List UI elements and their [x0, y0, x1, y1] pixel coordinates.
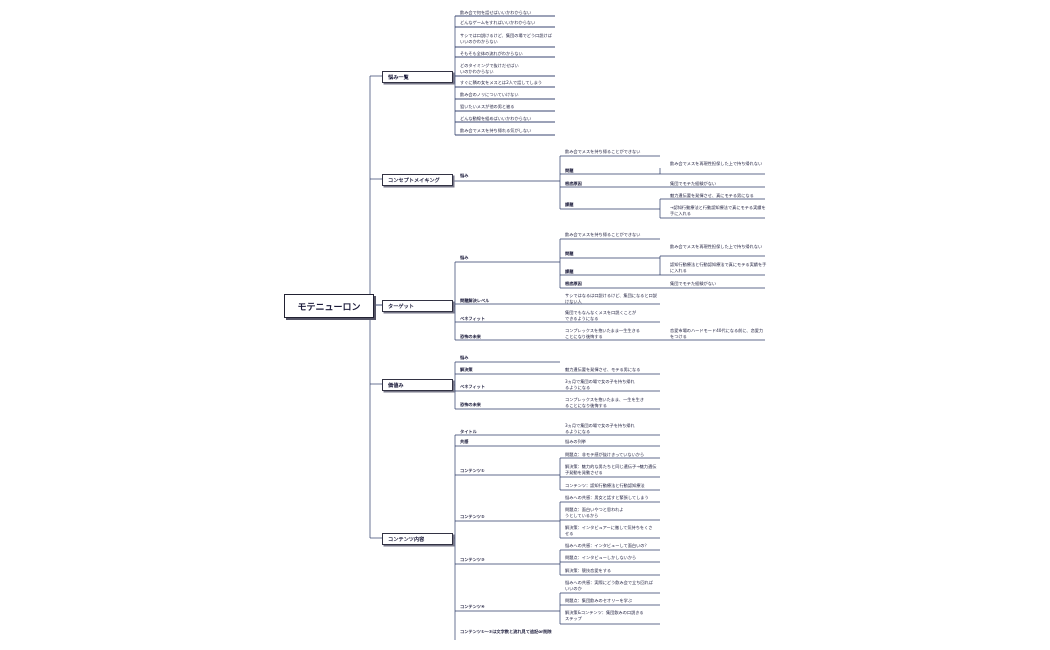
target-item[interactable]: 集団でもなんなくメスを口説くことができるようになる	[565, 310, 637, 322]
topic-nayami-list[interactable]: 悩み一覧	[382, 71, 453, 83]
target-label[interactable]: 恐怖の未来	[460, 334, 481, 339]
contents-label[interactable]: コンテンツ③	[460, 557, 485, 562]
concept-item[interactable]: 根底原因	[565, 181, 582, 186]
concept-detail[interactable]: 魅力遺伝要を発揮させ、真にモテる男になる	[670, 193, 754, 198]
topic-concept-making[interactable]: コンセプトメイキング	[382, 174, 453, 186]
concept-detail[interactable]: →認知行動療法と行動認知療法で真にモテる実績を手に入れる	[670, 205, 766, 217]
concept-item[interactable]: 課題	[565, 202, 574, 207]
contents-item[interactable]: 解決策：インタビュアーに徹して気持ちをくさせる	[565, 525, 653, 537]
contents-label[interactable]: コンテンツ②	[460, 514, 485, 519]
topic-target[interactable]: ターゲット	[382, 300, 453, 312]
target-item[interactable]: 問題	[565, 251, 574, 256]
nayami-item[interactable]: 飲み会でメスを持ち帰れる気がしない	[460, 128, 532, 133]
contents-item[interactable]: 問題点：非モテ感が抜けきっていないから	[565, 452, 645, 457]
kachi-item[interactable]: コンプレックスを抱いたまま、一生を生きることになり後悔する	[565, 397, 645, 409]
kachi-label[interactable]: 悩み	[460, 355, 469, 360]
contents-label[interactable]: 共感	[460, 439, 469, 444]
kachi-item[interactable]: 3ヵ月で集団の場で女の子を持ち帰れるようになる	[565, 379, 635, 391]
contents-item[interactable]: 3ヵ月で集団の場で女の子を持ち帰れるようになる	[565, 423, 635, 435]
target-label[interactable]: ベネフィット	[460, 316, 486, 321]
contents-item[interactable]: 悩みへの共感：男女と話すと緊張してしまう	[565, 495, 649, 500]
root-topic[interactable]: モテニューロン	[284, 294, 374, 318]
nayami-item[interactable]: 飲み会のノリについていけない	[460, 92, 519, 97]
nayami-item[interactable]: どんな動線を組めばいいかわからない	[460, 116, 532, 121]
kachi-item[interactable]: 魅力遺伝要を発揮させ、モテる男になる	[565, 367, 641, 372]
target-item[interactable]: 根底原因	[565, 281, 582, 286]
target-item[interactable]: コンプレックスを抱いたまま一生生きることになり後悔する	[565, 328, 640, 340]
kachi-label[interactable]: 恐怖の未来	[460, 402, 481, 407]
contents-item[interactable]: 解決策&コンテンツ：集団飲みの口説きるステップ	[565, 610, 644, 622]
target-detail[interactable]: 集団でモテた経験がない	[670, 281, 717, 286]
contents-label[interactable]: コンテンツ④	[460, 604, 485, 609]
target-detail[interactable]: 恋愛市場のハードモード40代になる前に、恋愛力をつける	[670, 328, 764, 340]
contents-item[interactable]: 問題点：インタビューしかしないから	[565, 555, 637, 560]
target-detail[interactable]: 認知行動療法と行動認知療法で真にモテる実績を手に入れる	[670, 262, 767, 274]
target-item[interactable]: 飲み会でメスを持ち帰ることができない	[565, 232, 641, 237]
nayami-item[interactable]: 狙いたいメスが他の男と被る	[460, 104, 515, 109]
topic-kachi[interactable]: 価値み	[382, 379, 453, 391]
concept-item[interactable]: 飲み会でメスを持ち帰ることができない	[565, 149, 641, 154]
contents-item[interactable]: 問題点：面白いやつと思われようとしているから	[565, 507, 624, 519]
contents-item[interactable]: 悩みへの共感：実際にどう飲み会で立ち回ればいいのか	[565, 580, 653, 592]
kachi-label[interactable]: 解決策	[460, 367, 473, 372]
contents-label[interactable]: コンテンツ①〜③は文字数と流れ見て追記or削除	[460, 629, 552, 634]
nayami-item[interactable]: 飲み会で何を話せばいいかわからない	[460, 10, 532, 15]
contents-item[interactable]: 解決策：魅力的な男たちと同じ遺伝子→魅力遺伝子発動を発動させる	[565, 464, 657, 476]
target-item[interactable]: サシではなるは口説けるけど、集団になると口説けない人	[565, 293, 657, 305]
contents-item[interactable]: 悩みの列挙	[565, 439, 586, 444]
nayami-item[interactable]: そもそも全体の流れがわからない	[460, 51, 523, 56]
kachi-label[interactable]: ベネフィット	[460, 384, 486, 389]
target-label[interactable]: 悩み	[460, 255, 469, 260]
contents-item[interactable]: 解決策：競技恋愛をする	[565, 568, 612, 573]
target-detail[interactable]: 飲み会でメスを再現性担保した上で持ち帰れない	[670, 244, 763, 249]
contents-item[interactable]: 悩みへの共感：インタビューして面白いの？	[565, 543, 649, 548]
target-label[interactable]: 問題解決レベル	[460, 298, 490, 303]
contents-label[interactable]: コンテンツ①	[460, 468, 485, 473]
concept-item[interactable]: 問題	[565, 168, 574, 173]
nayami-item[interactable]: どんなゲームをすればいいかわからない	[460, 20, 536, 25]
concept-detail[interactable]: 集団でモテた経験がない	[670, 181, 717, 186]
topic-contents[interactable]: コンテンツ内容	[382, 533, 453, 545]
contents-item[interactable]: コンテンツ：認知行動療法と行動認知療法	[565, 483, 645, 488]
contents-item[interactable]: 問題点：集団飲みのセオリーを学ぶ	[565, 598, 633, 603]
nayami-item[interactable]: サシでは口説けるけど、集団の場でどう口説けばいいのかわからない	[460, 33, 552, 45]
concept-nayami-label[interactable]: 悩み	[460, 173, 469, 178]
contents-label[interactable]: タイトル	[460, 429, 477, 434]
concept-detail[interactable]: 飲み会でメスを再現性担保した上で持ち帰れない	[670, 161, 763, 166]
nayami-item[interactable]: どのタイミングで抜けだせばいいのかわからない	[460, 63, 519, 75]
target-item[interactable]: 課題	[565, 269, 574, 274]
nayami-item[interactable]: すぐに隣の女をメスとは2人で話してしまう	[460, 80, 543, 85]
